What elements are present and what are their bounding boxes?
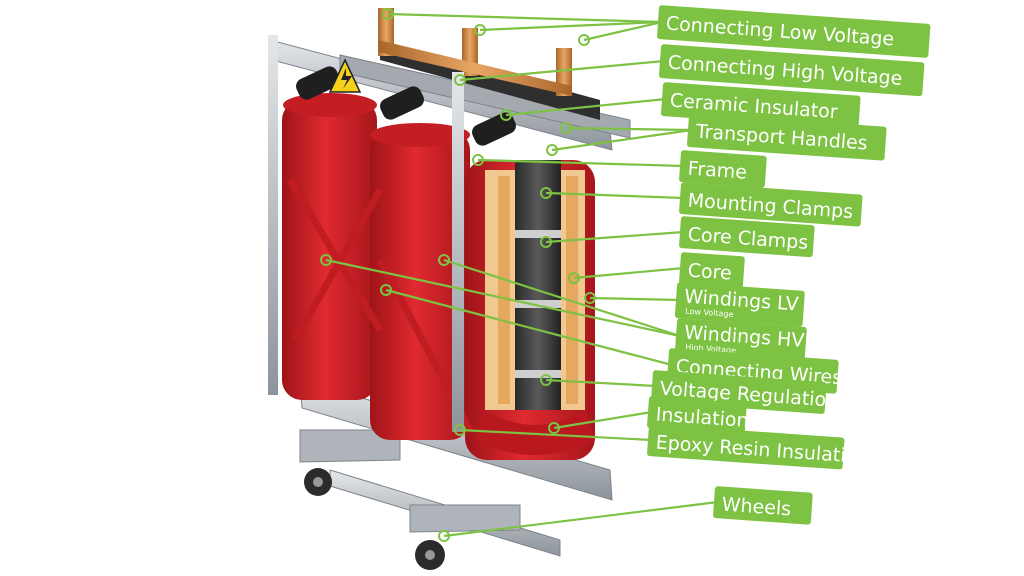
leader-dot-windings-hv — [438, 254, 450, 266]
label-wheels: Wheels — [713, 486, 813, 525]
wheel-left — [304, 468, 332, 496]
label-transport-handles: Transport Handles — [687, 113, 887, 161]
coil-phase-2 — [370, 123, 470, 440]
leader-dot-insulation — [548, 422, 560, 434]
label-text-frame: Frame — [687, 158, 748, 184]
label-box-mounting-clamps — [679, 182, 863, 227]
leader-dot-transport-handles — [560, 122, 572, 134]
leader-dot-connecting-low-voltage — [474, 24, 486, 36]
leader-line-epoxy-resin-insulation — [459, 428, 653, 442]
leader-line-transport-handles — [565, 126, 693, 132]
label-text-core: Core — [687, 260, 732, 285]
leader-dot-epoxy-resin-insulation — [454, 424, 466, 436]
label-box-connecting-high-voltage — [659, 44, 925, 97]
leader-line-connecting-low-voltage — [583, 20, 663, 42]
leader-dot-mounting-clamps — [540, 187, 552, 199]
leader-dot-ceramic-insulator — [500, 109, 512, 121]
label-core-clamps: Core Clamps — [679, 216, 815, 258]
leader-dot-connecting-low-voltage — [382, 8, 394, 20]
leader-lines — [320, 8, 719, 542]
leader-line-windings-hv — [325, 258, 681, 338]
leader-line-connecting-low-voltage — [387, 12, 663, 24]
leader-line-mounting-clamps — [545, 191, 685, 200]
leader-dot-windings-lv — [584, 292, 596, 304]
leader-line-connecting-high-voltage — [459, 59, 665, 82]
label-box-frame — [679, 150, 767, 188]
leader-line-transport-handles — [551, 128, 693, 152]
label-box-core-clamps — [679, 216, 815, 258]
wheel-right — [415, 540, 445, 570]
label-epoxy-resin-insulation: Epoxy Resin Insulation — [647, 424, 870, 470]
label-box-epoxy-resin-insulation — [647, 424, 845, 470]
leader-dot-core — [568, 272, 580, 284]
label-text-wheels: Wheels — [721, 494, 792, 521]
label-box-insulation — [647, 396, 747, 435]
leader-dot-windings-hv — [320, 254, 332, 266]
leader-line-core-clamps — [545, 230, 685, 244]
label-frame: Frame — [679, 150, 767, 188]
leader-line-insulation — [553, 410, 653, 430]
leader-line-connecting-low-voltage — [479, 20, 663, 32]
label-subtext-windings-lv: Low Voltage — [685, 307, 734, 319]
leader-line-ceramic-insulator — [505, 97, 667, 117]
label-core: Core — [679, 252, 745, 289]
coil-phase-3-cutaway — [465, 160, 595, 460]
leader-dot-transport-handles — [546, 144, 558, 156]
leader-line-windings-lv — [589, 296, 681, 302]
low-voltage-busbars — [378, 8, 572, 96]
leader-line-connecting-wires — [385, 288, 673, 367]
leader-dot-connecting-wires — [380, 284, 392, 296]
leader-dot-connecting-low-voltage — [578, 34, 590, 46]
leader-line-frame — [477, 158, 685, 168]
leader-line-voltage-regulation — [545, 378, 657, 388]
leader-line-windings-hv — [443, 258, 681, 338]
high-voltage-warning-icon — [328, 58, 362, 93]
frame-posts — [268, 35, 464, 432]
leader-dot-core-clamps — [540, 236, 552, 248]
label-box-transport-handles — [687, 113, 887, 161]
label-box-wheels — [713, 486, 813, 525]
leader-dot-frame — [472, 154, 484, 166]
leader-dot-voltage-regulation — [540, 374, 552, 386]
leader-line-wheels — [443, 500, 719, 538]
leader-dot-wheels — [438, 530, 450, 542]
label-box-connecting-low-voltage — [657, 5, 931, 58]
label-box-core — [679, 252, 745, 289]
leader-dot-connecting-high-voltage — [454, 74, 466, 86]
leader-line-core — [573, 266, 685, 280]
top-frame — [269, 39, 631, 151]
label-box-windings-lv — [674, 282, 805, 327]
